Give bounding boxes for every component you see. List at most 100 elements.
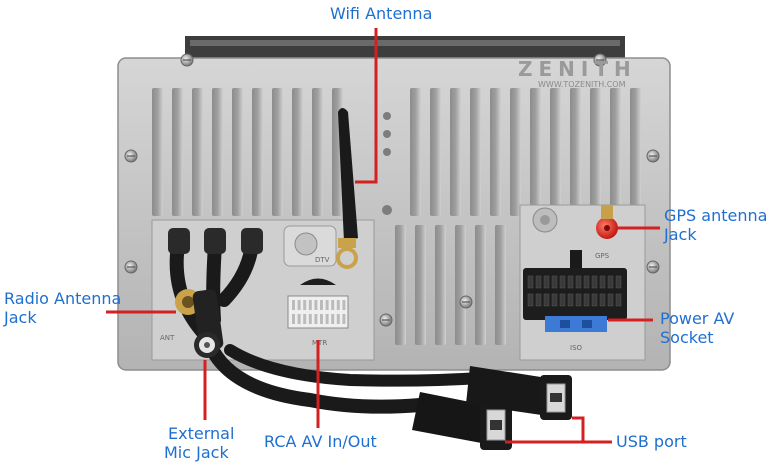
connector-pin: [314, 314, 318, 324]
connector-pin: [583, 275, 590, 289]
connector-pin: [607, 275, 614, 289]
heatsink-fin: [252, 88, 263, 216]
heatsink-fins: [152, 88, 641, 345]
watermark-url: WWW.TOZENITH.COM: [538, 80, 626, 89]
pointer-lines: [106, 28, 660, 444]
external-mic-label-line2: Mic Jack: [164, 443, 229, 462]
connector-pin: [551, 293, 558, 307]
connector-pin: [591, 293, 598, 307]
screw: [379, 313, 393, 327]
connector-pin: [575, 293, 582, 307]
cable-caps: [168, 228, 263, 254]
screw: [180, 53, 194, 67]
connector-pin: [331, 314, 335, 324]
connector-pin: [320, 300, 323, 310]
heatsink-fin: [630, 88, 641, 216]
connector-pin: [599, 293, 606, 307]
heatsink-fin: [435, 225, 446, 345]
mounting-screws: [124, 53, 660, 327]
connector-pin: [559, 275, 566, 289]
heatsink-fin: [490, 88, 501, 216]
pointer-wifi: [355, 28, 378, 184]
gps-antenna-label-line1: GPS antenna: [664, 206, 768, 225]
rca-av-label: RCA AV In/Out: [264, 432, 377, 451]
screw: [124, 260, 138, 274]
connector-pin: [567, 293, 574, 307]
lower-right-panel: GPS ISO: [519, 204, 646, 361]
heatsink-fin: [530, 88, 541, 216]
connector-pin: [615, 293, 622, 307]
connector-pin: [320, 314, 323, 324]
wifi-antenna: [336, 108, 358, 269]
radio-antenna-label-line2: Jack: [4, 308, 37, 327]
connector-pin: [575, 275, 582, 289]
connector-pin: [308, 314, 312, 324]
power-av-label-line1: Power AV: [660, 309, 735, 328]
connector-pin: [342, 300, 346, 310]
connector-pin: [591, 275, 598, 289]
heatsink-fin: [312, 88, 323, 216]
connector-pin: [292, 300, 295, 310]
heatsink-fin: [172, 88, 183, 216]
heatsink-fin: [232, 88, 243, 216]
dtv-mark: DTV: [315, 256, 330, 264]
connector-pin: [535, 275, 542, 289]
pointer-usb: [572, 416, 612, 444]
watermark-brand: ZENITH: [518, 57, 637, 81]
connector-pin: [599, 275, 606, 289]
connector-pin: [543, 293, 550, 307]
connector-pin: [535, 293, 542, 307]
gps-antenna-label-line2: Jack: [664, 225, 697, 244]
heatsink-fin: [292, 88, 303, 216]
connector-pin: [559, 293, 566, 307]
screw: [124, 149, 138, 163]
heatsink-fin: [570, 88, 581, 216]
connector-pin: [325, 314, 329, 324]
external-mic-jack: [192, 289, 224, 358]
heatsink-fin: [455, 225, 466, 345]
center-holes: [382, 112, 392, 215]
heatsink-fin: [415, 225, 426, 345]
mtr-mark: MTR: [312, 339, 327, 347]
heatsink-fin: [510, 88, 521, 216]
connector-pin: [331, 300, 335, 310]
heatsink-fin: [495, 225, 506, 345]
connector-pin: [543, 275, 550, 289]
connector-pin: [342, 314, 346, 324]
connector-pin: [314, 300, 318, 310]
heatsink-fin: [395, 225, 406, 345]
heatsink-fin: [212, 88, 223, 216]
usb-port-label: USB port: [616, 432, 687, 451]
heatsink-fin: [550, 88, 561, 216]
heatsink-fin: [475, 225, 486, 345]
connector-pin: [336, 314, 340, 324]
wifi-antenna-label: Wifi Antenna: [330, 4, 433, 23]
connector-pin: [527, 275, 534, 289]
external-mic-label-line1: External: [168, 424, 235, 443]
usb-plugs: [412, 366, 572, 450]
connector-pin: [308, 300, 312, 310]
heatsink-fin: [470, 88, 481, 216]
heatsink-fin: [192, 88, 203, 216]
connector-pin: [292, 314, 295, 324]
connector-pin: [336, 300, 340, 310]
connector-pin: [583, 293, 590, 307]
heatsink-fin: [610, 88, 621, 216]
gps-connector: [596, 205, 618, 239]
iso-mark: ISO: [570, 344, 583, 352]
ant-mark: ANT: [160, 334, 175, 342]
heatsink-fin: [590, 88, 601, 216]
connector-pin: [551, 275, 558, 289]
heatsink-fin: [410, 88, 421, 216]
screw: [646, 149, 660, 163]
screw: [646, 260, 660, 274]
brand-watermark: ZENITH WWW.TOZENITH.COM: [518, 57, 637, 89]
connector-pin: [607, 293, 614, 307]
screw: [593, 53, 607, 67]
radio-antenna-label-line1: Radio Antenna: [4, 289, 122, 308]
connector-pin: [527, 293, 534, 307]
power-av-label-line2: Socket: [660, 328, 714, 347]
connector-pin: [325, 300, 329, 310]
heatsink-fin: [272, 88, 283, 216]
